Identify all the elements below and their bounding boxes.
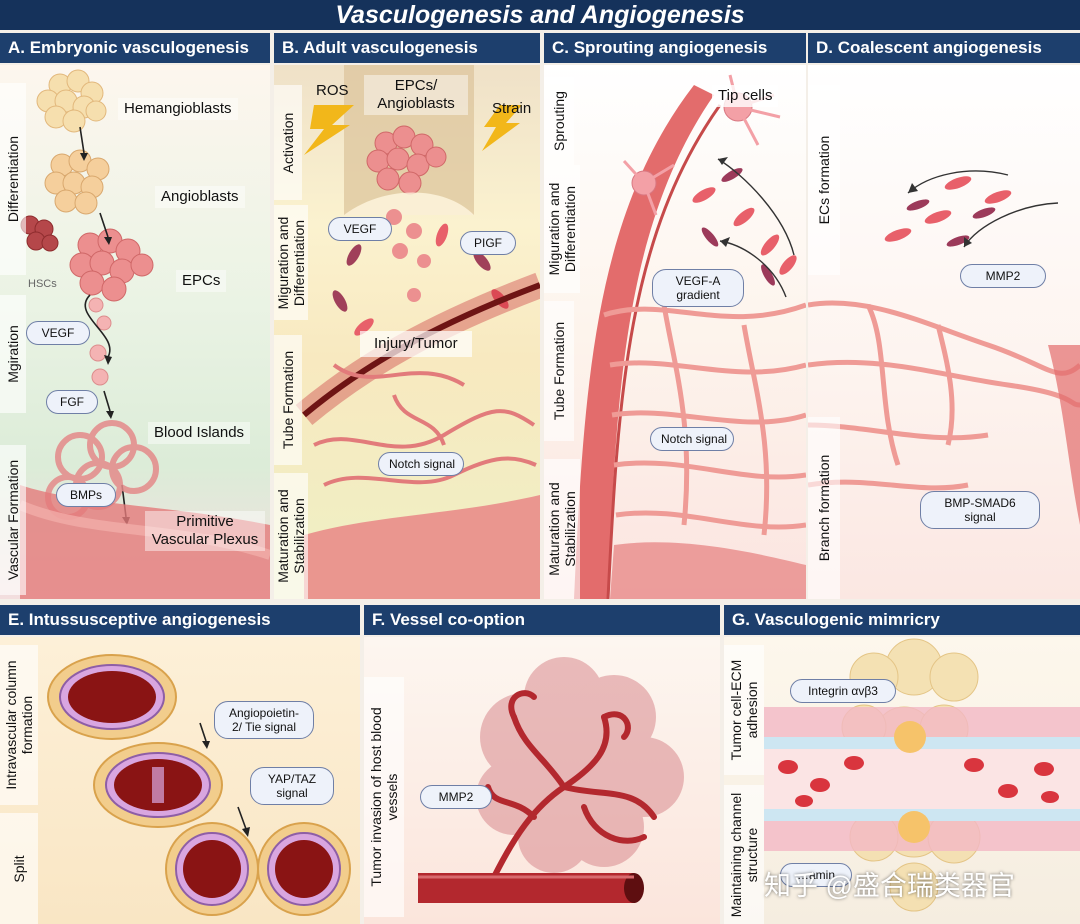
stage-tube-formation: Tube Formation: [274, 335, 302, 465]
signal-mmp2: MMP2: [420, 785, 492, 809]
stage-migration: Mgiration: [0, 295, 26, 413]
signal-angiopoietin-tie: Angiopoietin-2/ Tie signal: [214, 701, 314, 739]
panel-b: Activation Miguration and Differentiatio…: [274, 65, 540, 599]
signal-yap-taz: YAP/TAZ signal: [250, 767, 334, 805]
signal-mmp2: MMP2: [960, 264, 1046, 288]
signal-bmps: BMPs: [56, 483, 116, 507]
label-injury-tumor: Injury/Tumor: [360, 331, 472, 357]
stage-migration-differentiation: Miguration and Differentiation: [274, 205, 308, 320]
panel-e: Intravascular column formation Split Ang…: [0, 637, 360, 924]
signal-pigf: PIGF: [460, 231, 516, 255]
stage-tube-formation: Tube Formation: [544, 301, 574, 441]
stage-branch-formation: Branch formation: [808, 417, 840, 599]
label-tip-cells: Tip cells: [712, 85, 779, 107]
signal-vegf: VEGF: [26, 321, 90, 345]
stage-tumor-cell-ecm-adhesion: Tumor cell-ECM adhesion: [724, 645, 764, 775]
panel-g-header: G. Vasculogenic mimricry: [724, 605, 1080, 635]
panel-d: ECs formation Branch formation MMP2 BMP-…: [808, 65, 1080, 599]
panel-c-header: C. Sprouting angiogenesis: [544, 33, 806, 63]
label-epcs: EPCs: [176, 270, 227, 292]
panel-a-illustration: [18, 69, 270, 599]
signal-notch: Notch signal: [378, 452, 464, 476]
panel-e-header: E. Intussusceptive angiogenesis: [0, 605, 360, 635]
label-angioblasts: Angioblasts: [155, 186, 245, 208]
stage-vascular-formation: Vascular Formation: [0, 445, 26, 595]
signal-bmp-smad6: BMP-SMAD6 signal: [920, 491, 1040, 529]
label-ros: ROS: [316, 82, 349, 99]
signal-notch: Notch signal: [650, 427, 734, 451]
panel-f: Tumor invasion of host blood vessels MMP…: [364, 637, 720, 924]
label-hemangioblasts: Hemangioblasts: [118, 98, 238, 120]
signal-integrin: Integrin αvβ3: [790, 679, 896, 703]
label-epcs-angioblasts: EPCs/ Angioblasts: [364, 75, 468, 115]
stage-differentiation: Differentiation: [0, 83, 26, 275]
watermark: 知乎 @盛合瑞类器官: [764, 871, 1015, 901]
panel-f-header: F. Vessel co-option: [364, 605, 720, 635]
signal-vegf-a-gradient: VEGF-A gradient: [652, 269, 744, 307]
signal-partial-laminin: …amin: [780, 863, 852, 887]
panel-c-illustration: [574, 74, 806, 599]
panel-g: Tumor cell-ECM adhesion Maintaining chan…: [724, 637, 1080, 924]
panel-d-illustration: [808, 170, 1080, 525]
stage-maturation-stabilization: Maturation and Stabilization: [274, 473, 308, 599]
stage-activation: Activation: [274, 85, 302, 200]
panel-a-header: A. Embryonic vasculogenesis: [0, 33, 270, 63]
panel-d-header: D. Coalescent angiogenesis: [808, 33, 1080, 63]
panel-a: Differentiation Mgiration Vascular Forma…: [0, 65, 270, 599]
label-blood-islands: Blood Islands: [148, 422, 251, 444]
panel-f-illustration: [418, 657, 684, 903]
label-primitive-vascular-plexus: Primitive Vascular Plexus: [145, 511, 265, 551]
panel-e-illustration: [47, 654, 351, 916]
stage-maturation-stabilization: Maturation and Stabilization: [544, 459, 580, 599]
stage-tumor-invasion: Tumor invasion of host blood vessels: [364, 677, 404, 917]
label-hscs: HSCs: [28, 278, 57, 290]
panel-g-illustration: [764, 638, 1080, 912]
figure-title: Vasculogenesis and Angiogenesis: [0, 0, 1080, 30]
signal-fgf: FGF: [46, 390, 98, 414]
stage-migration-differentiation: Miguration and Differentiation: [544, 165, 580, 293]
stage-split: Split: [0, 813, 38, 924]
signal-vegf: VEGF: [328, 217, 392, 241]
stage-maintaining-channel-structure: Maintaining channel structure: [724, 785, 764, 924]
stage-intravascular-column-formation: Intravascular column formation: [0, 645, 38, 805]
label-strain: Strain: [492, 100, 532, 117]
stage-ecs-formation: ECs formation: [808, 85, 840, 275]
panel-b-header: B. Adult vasculogenesis: [274, 33, 540, 63]
panel-c: Sprouting Miguration and Differentiation…: [544, 65, 806, 599]
stage-sprouting: Sprouting: [544, 77, 574, 165]
